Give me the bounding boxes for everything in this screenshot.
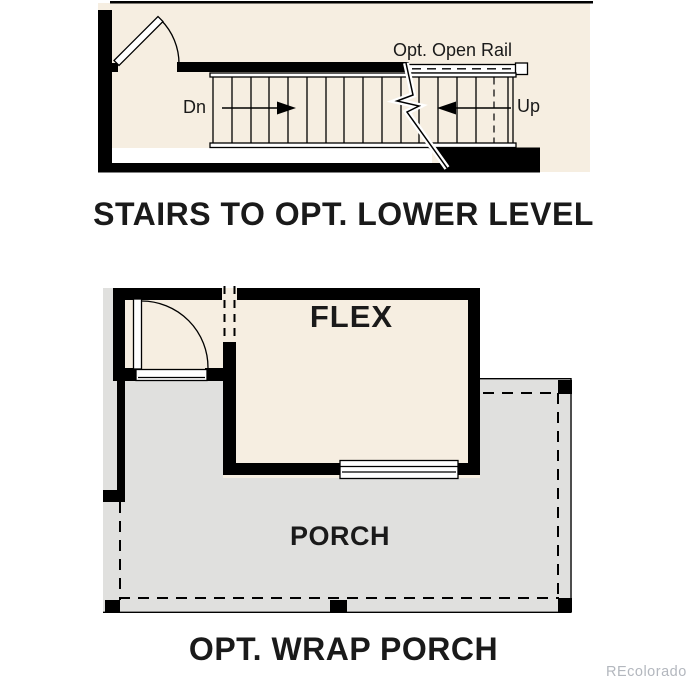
flex-room-label: FLEX (309, 299, 394, 334)
open-rail-label: Opt. Open Rail (393, 40, 513, 60)
flex-bottom-wall-left (223, 463, 342, 475)
stair-bottom-stringer (209, 142, 517, 149)
left-wall-step (103, 490, 125, 502)
wrap-porch-plan (103, 286, 572, 613)
opening-stub-wall (223, 342, 236, 372)
left-wall-upper (113, 288, 125, 372)
door-swing (113, 15, 180, 67)
flex-bottom-wall-right (456, 463, 480, 475)
porch-plan-title: OPT. WRAP PORCH (188, 631, 499, 667)
entry-door-leaf (132, 298, 143, 370)
flex-right-wall (468, 288, 480, 475)
porch-post-top-right (558, 380, 572, 394)
door-leaf (113, 15, 164, 67)
porch-post-bottom-right (558, 598, 572, 612)
entry-floor (113, 288, 237, 380)
door-threshold (135, 368, 208, 382)
stair-bottom-right-wall (428, 147, 540, 164)
flex-window (339, 459, 459, 480)
left-wall-lower (117, 370, 125, 492)
stairs-plan (98, 1, 593, 173)
stair-bottom-wall (98, 163, 540, 173)
door-arc (160, 19, 180, 65)
up-label: Up (517, 96, 541, 116)
down-label: Dn (183, 97, 207, 117)
flex-left-wall (223, 368, 236, 475)
recolorado-watermark: REcolorado (606, 664, 687, 680)
plan-top-cut-line (110, 1, 593, 4)
break-line (386, 62, 450, 170)
up-arrow (437, 101, 511, 115)
entry-door-arc (141, 300, 209, 369)
porch-room-label: PORCH (289, 521, 390, 551)
hall-strip (112, 148, 432, 163)
top-wall-left-seg (113, 288, 222, 300)
porch-post-bottom-center (330, 600, 347, 613)
down-arrowhead-icon (277, 101, 296, 115)
stair-treads (212, 77, 514, 143)
top-wall-right-seg (237, 288, 480, 300)
stairs-plan-title: STAIRS TO OPT. LOWER LEVEL (93, 196, 594, 232)
down-arrow (222, 101, 296, 115)
porch-post-bottom-left (105, 600, 120, 613)
flex-floor (223, 288, 480, 478)
door-jamb (98, 63, 118, 72)
up-arrowhead-icon (437, 101, 456, 115)
rail-end-post (514, 62, 529, 76)
left-wall (98, 10, 112, 172)
stair-top-wall (177, 62, 409, 72)
stair-top-stringer (209, 72, 517, 78)
